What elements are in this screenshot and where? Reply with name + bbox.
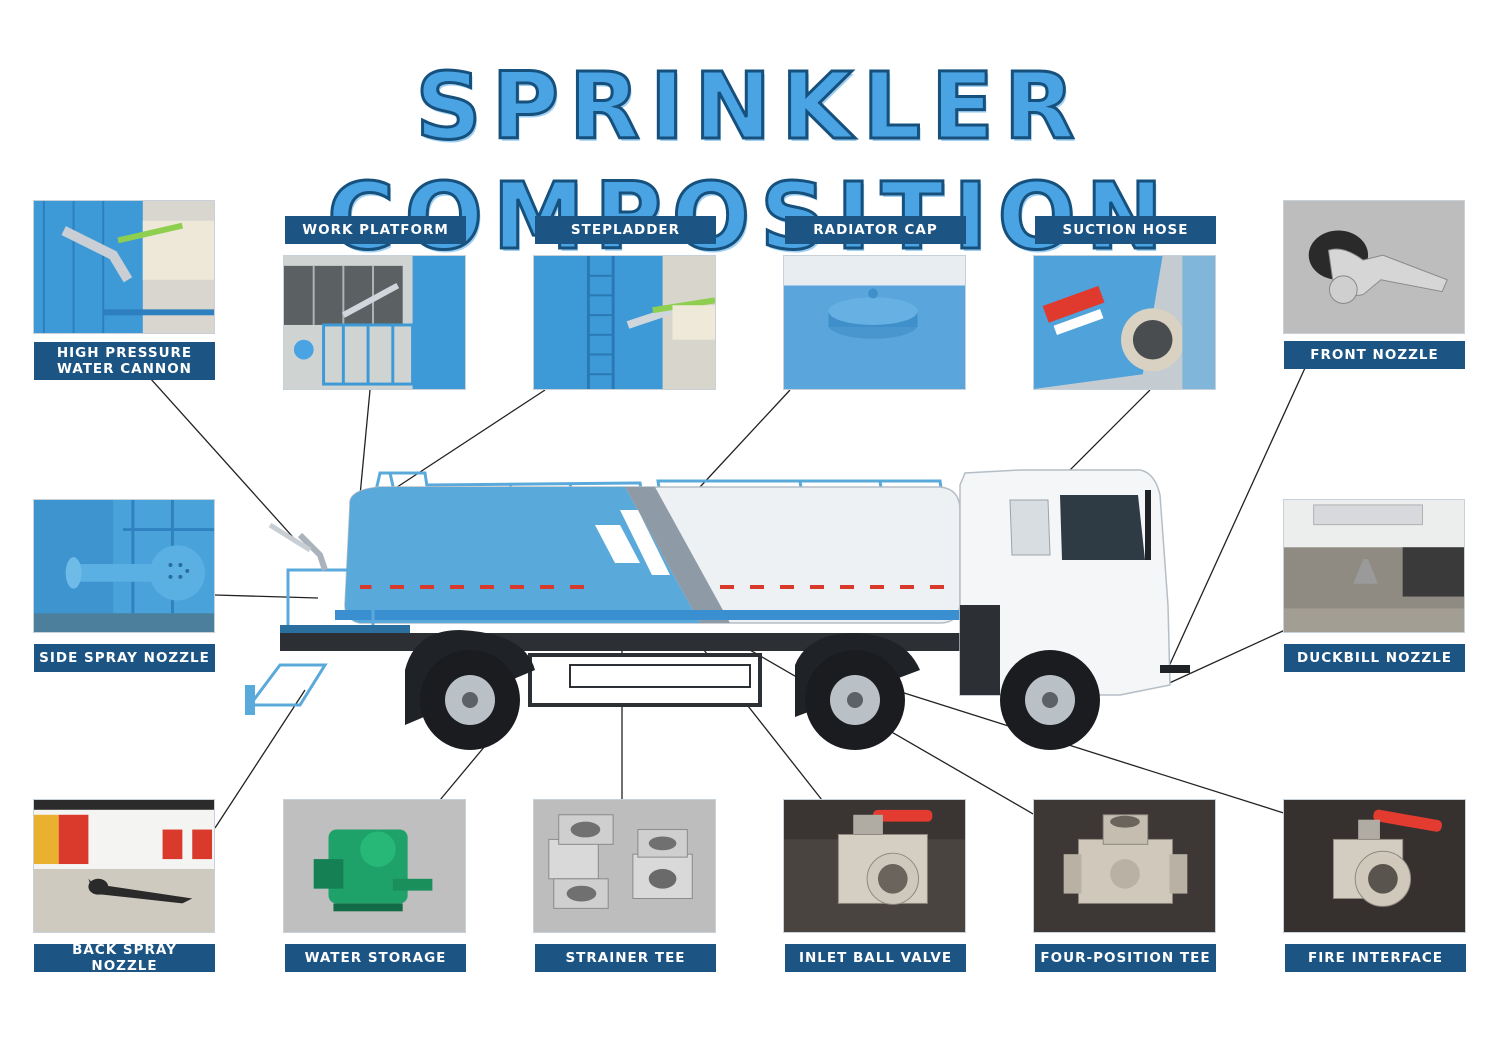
photo-radiator-cap: [783, 255, 966, 390]
photo-water-storage: [283, 799, 466, 933]
connector-back-spray: [214, 689, 306, 829]
photo-back-spray-nozzle: [33, 799, 215, 933]
label-suction-hose: SUCTION HOSE: [1035, 216, 1216, 244]
connector-side-spray: [214, 594, 319, 599]
photo-inlet-ball-valve: [783, 799, 966, 933]
photo-fire-interface: [1283, 799, 1466, 933]
photo-duckbill-nozzle: [1283, 499, 1465, 633]
connector-stepladder: [384, 389, 546, 496]
photo-strainer-tee: [533, 799, 716, 933]
label-high-pressure-water-cannon: HIGH PRESSURE WATER CANNON: [34, 342, 215, 380]
label-strainer-tee: STRAINER TEE: [535, 944, 716, 972]
label-fire-interface: FIRE INTERFACE: [1285, 944, 1466, 972]
label-back-spray-nozzle: BACK SPRAY NOZZLE: [34, 942, 215, 974]
label-work-platform: WORK PLATFORM: [285, 216, 466, 244]
label-water-storage: WATER STORAGE: [285, 944, 466, 972]
label-inlet-ball-valve: INLET BALL VALVE: [785, 944, 966, 972]
label-radiator-cap: RADIATOR CAP: [785, 216, 966, 244]
connector-duckbill: [1164, 629, 1286, 686]
page-title: SPRINKLER COMPOSITION: [326, 52, 1173, 272]
photo-high-pressure-water-cannon: [33, 200, 215, 334]
photo-work-platform: [283, 255, 466, 390]
label-duckbill-nozzle: DUCKBILL NOZZLE: [1284, 644, 1465, 672]
connector-water-cannon: [149, 377, 301, 546]
label-side-spray-nozzle: SIDE SPRAY NOZZLE: [34, 644, 215, 672]
sprinkler-truck-illustration: [245, 469, 1190, 750]
label-front-nozzle: FRONT NOZZLE: [1284, 341, 1465, 369]
photo-front-nozzle: [1283, 200, 1465, 334]
photo-stepladder: [533, 255, 716, 390]
label-four-position-tee: FOUR-POSITION TEE: [1035, 944, 1216, 972]
photo-side-spray-nozzle: [33, 499, 215, 633]
photo-four-position-tee: [1033, 799, 1216, 933]
connector-radiator-cap: [699, 389, 791, 488]
label-stepladder: STEPLADDER: [535, 216, 716, 244]
connector-front-nozzle: [1164, 367, 1306, 676]
photo-suction-hose: [1033, 255, 1216, 390]
